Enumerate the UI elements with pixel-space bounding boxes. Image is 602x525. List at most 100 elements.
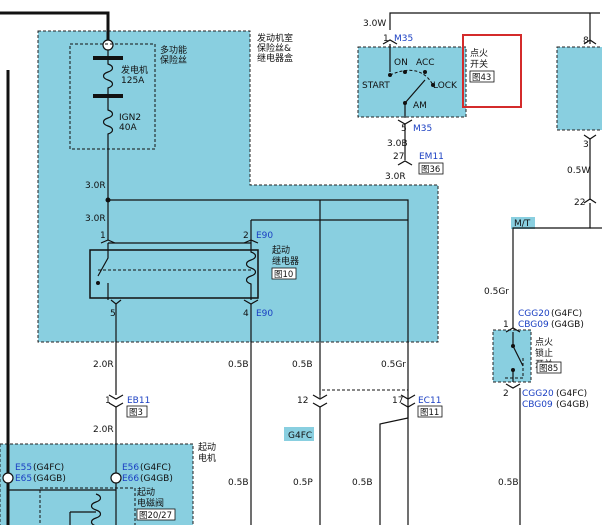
connector-pin-12: 12	[297, 396, 308, 406]
ign-switch-label-2: 开关	[470, 58, 488, 70]
em11-pin: 27	[393, 152, 404, 162]
wire-label-05B-c: 0.5B	[352, 478, 373, 488]
starter-motor-box	[0, 443, 194, 525]
multi-fuse-label-2: 保险丝	[160, 54, 187, 66]
lock-pin-1: 1	[503, 320, 509, 330]
e56-label: E56	[122, 463, 139, 473]
e65-label: E65	[15, 474, 32, 484]
cgg20-variant-top: (G4FC)	[551, 309, 582, 319]
wire-label-30R-c: 3.0R	[385, 172, 406, 182]
m35-top-label: M35	[394, 34, 413, 44]
ign2-fuse-name: IGN2	[119, 113, 141, 123]
solenoid-ref: 图20/27	[139, 511, 172, 521]
right-pin-22: 22	[574, 198, 585, 208]
cbg09-label-bottom: CBG09	[522, 400, 553, 410]
wire-label-30W: 3.0W	[363, 19, 386, 29]
ign2-fuse-rating: 40A	[119, 123, 137, 133]
wire-label-05B-d: 0.5B	[228, 478, 249, 488]
cbg09-label-top: CBG09	[518, 320, 549, 330]
wire-label-30R-a: 3.0R	[85, 181, 106, 191]
right-pin-3: 3	[583, 140, 589, 150]
ign-pos-am: AM	[413, 101, 427, 111]
lock-switch-label-2: 锁止	[535, 347, 553, 359]
wire-label-05B-b: 0.5B	[292, 360, 313, 370]
multi-fuse-frame	[69, 43, 156, 150]
lock-switch-label-1: 点火	[535, 337, 553, 348]
e55-variant: (G4FC)	[33, 463, 64, 473]
eb11-pin: 1	[105, 396, 111, 406]
wire-label-05Gr-a: 0.5Gr	[484, 287, 509, 297]
em11-label: EM11	[419, 152, 444, 162]
engine-box-label-1: 发动机室	[257, 32, 293, 44]
starter-motor-label-1: 起动	[198, 442, 216, 453]
wire-label-30B: 3.0B	[387, 139, 408, 149]
right-pin-8: 8	[583, 36, 589, 46]
starter-motor-label-2: 电机	[198, 452, 216, 464]
relay-pin-4: 4	[243, 309, 249, 319]
battery-wire	[0, 11, 110, 40]
eb11-label: EB11	[127, 396, 150, 406]
cgg20-label-top: CGG20	[518, 309, 550, 319]
start-relay-frame	[89, 249, 259, 299]
relay-ref: 图10	[274, 270, 293, 280]
lock-switch-ref: 图85	[539, 364, 558, 374]
mt-tag	[511, 217, 535, 229]
relay-pin-5: 5	[110, 309, 116, 319]
ign2-fuse-icon	[102, 96, 114, 200]
solenoid-label-1: 起动	[137, 487, 155, 498]
relay-pin-2: 2	[243, 231, 249, 241]
wire-label-05B-e: 0.5B	[498, 478, 519, 488]
ec11-ref: 图11	[420, 408, 439, 418]
e65-variant: (G4GB)	[33, 474, 66, 484]
starter-terminal	[2, 472, 14, 484]
ign-pos-start: START	[362, 81, 390, 91]
g4fc-label: G4FC	[288, 431, 312, 441]
ign-switch-label-1: 点火	[470, 48, 488, 59]
mt-label: M/T	[514, 219, 531, 229]
multi-fuse-label-1: 多功能	[160, 44, 187, 56]
wire-label-20R-a: 2.0R	[93, 360, 114, 370]
solenoid-coil-icon	[90, 493, 102, 525]
e56-variant: (G4FC)	[140, 463, 171, 473]
wire-label-05P: 0.5P	[293, 478, 313, 488]
cgg20-label-bottom: CGG20	[522, 389, 554, 399]
e66-label: E66	[122, 474, 139, 484]
start-relay-label-1: 起动	[272, 245, 290, 256]
engine-box-label-2: 保险丝&	[257, 42, 291, 54]
e66-variant: (G4GB)	[140, 474, 173, 484]
ign-pos-on: ON	[394, 58, 408, 68]
alternator-fuse-icon	[102, 58, 114, 96]
engine-fuse-box	[37, 30, 439, 343]
lock-switch-box	[492, 329, 532, 383]
eb11-ref: 图3	[129, 408, 143, 418]
wire-label-30R-b: 3.0R	[85, 214, 106, 224]
solenoid-terminal	[110, 472, 122, 484]
wire-label-05W: 0.5W	[567, 166, 590, 176]
lock-pin-2: 2	[503, 389, 509, 399]
ignition-switch-box	[357, 46, 467, 118]
ec11-pin: 17	[392, 396, 403, 406]
cbg09-variant-top: (G4GB)	[551, 320, 584, 330]
relay-connector-top: E90	[256, 231, 273, 241]
battery-terminal	[102, 39, 114, 51]
cbg09-variant-bottom: (G4GB)	[556, 400, 589, 410]
wire-label-05Gr-b: 0.5Gr	[381, 360, 406, 370]
m35-pin-1: 1	[383, 34, 389, 44]
m35-pin-5: 5	[401, 124, 407, 134]
m35-bottom-label: M35	[413, 124, 432, 134]
alt-fuse-name: 发电机	[121, 64, 148, 76]
relay-coil-icon	[245, 243, 257, 300]
right-module-box	[556, 46, 602, 131]
wire-label-20R-b: 2.0R	[93, 425, 114, 435]
g4fc-tag	[284, 427, 314, 441]
alt-fuse-rating: 125A	[121, 76, 145, 86]
ign-pos-lock: LOCK	[433, 81, 458, 91]
ec11-label: EC11	[418, 396, 441, 406]
ign-pos-acc: ACC	[416, 58, 435, 68]
engine-box-label-3: 继电器盒	[257, 52, 293, 64]
em11-ref: 图36	[421, 165, 440, 175]
start-relay-label-2: 继电器	[272, 255, 299, 267]
relay-connector-bottom: E90	[256, 309, 273, 319]
relay-pin-1: 1	[100, 231, 106, 241]
